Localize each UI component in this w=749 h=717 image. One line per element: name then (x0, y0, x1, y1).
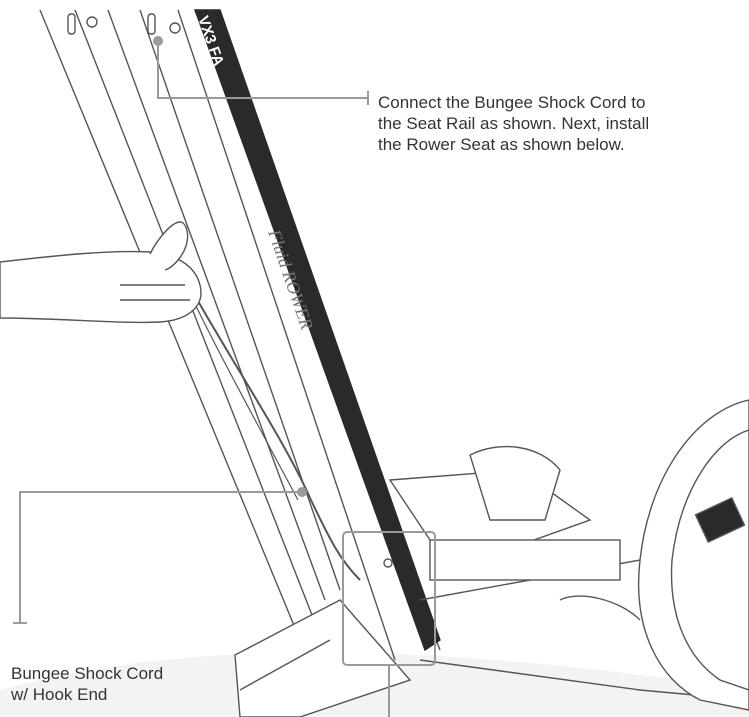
bungee-cord (164, 239, 361, 581)
leader-lines (13, 36, 390, 717)
rail-slots (67, 13, 393, 568)
callout-line: Connect the Bungee Shock Cord to (378, 93, 646, 112)
callout-connect-bungee: Connect the Bungee Shock Cord to the Sea… (378, 92, 738, 155)
callout-bungee-label: Bungee Shock Cord w/ Hook End (11, 663, 231, 705)
water-tank (638, 399, 749, 711)
callout-line: w/ Hook End (11, 685, 108, 704)
callout-line: the Seat Rail as shown. Next, install (378, 114, 650, 133)
hand-illustration (0, 221, 202, 324)
callout-line: the Rower Seat as shown below. (378, 135, 625, 154)
rower-frame (234, 445, 749, 717)
callout-line: Bungee Shock Cord (11, 664, 164, 683)
